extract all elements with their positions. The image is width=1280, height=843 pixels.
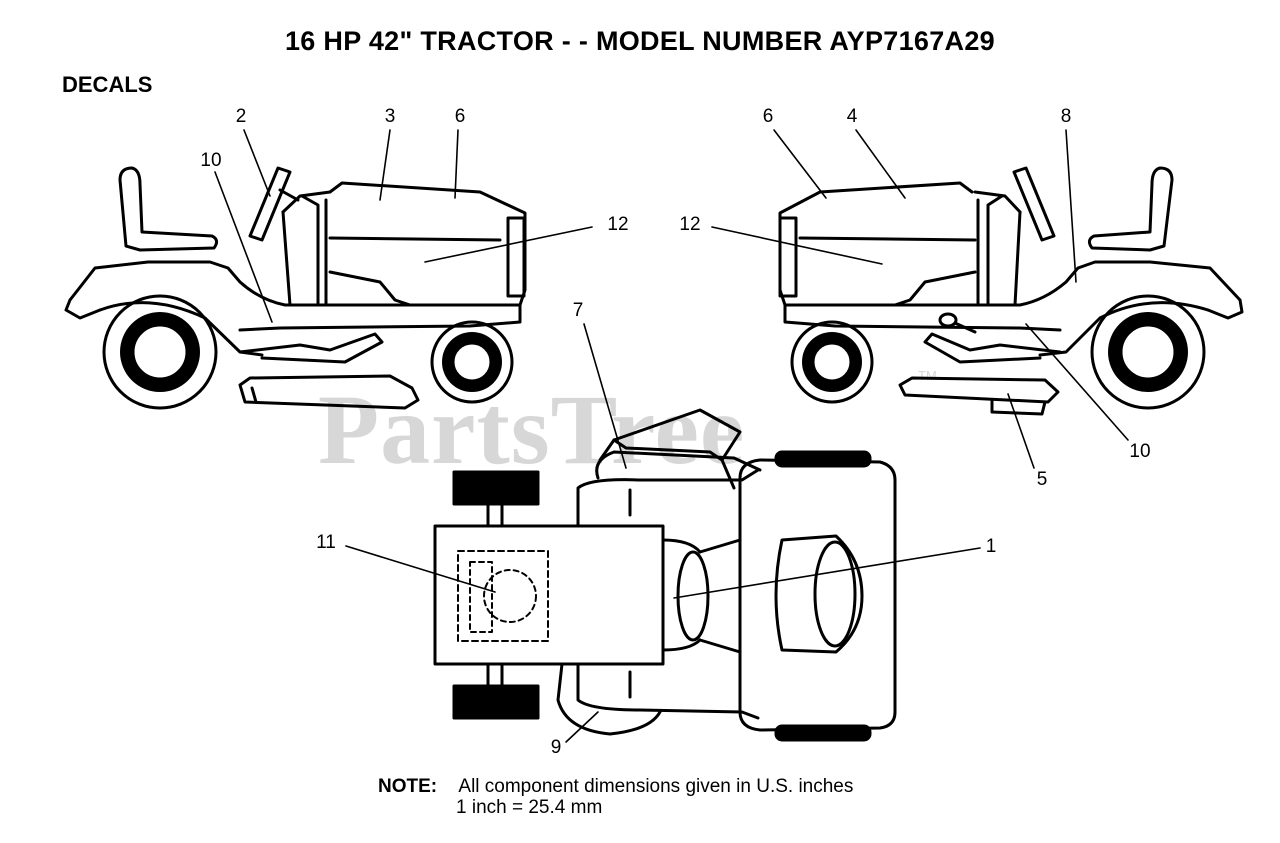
- right-side-view: [711, 129, 1244, 469]
- callout-8-right: 8: [1060, 106, 1072, 127]
- callout-12-left: 12: [607, 214, 629, 235]
- callout-7-top: 7: [572, 300, 584, 321]
- note: NOTE: All component dimensions given in …: [378, 776, 853, 797]
- callout-4-right: 4: [846, 106, 858, 127]
- callout-2-left: 2: [235, 106, 247, 127]
- note-line-2: 1 inch = 25.4 mm: [456, 797, 603, 818]
- callout-9-top: 9: [550, 737, 562, 758]
- callout-10-right: 10: [1129, 441, 1151, 462]
- callout-10-left: 10: [200, 150, 222, 171]
- callout-11-top: 11: [316, 532, 336, 553]
- callout-1-top: 1: [985, 536, 997, 557]
- callout-6-right: 6: [762, 106, 774, 127]
- callout-5-right: 5: [1036, 469, 1048, 490]
- top-view: [345, 323, 981, 743]
- callout-3-left: 3: [384, 106, 396, 127]
- callout-6-left: 6: [454, 106, 466, 127]
- page-title: 16 HP 42" TRACTOR - - MODEL NUMBER AYP71…: [284, 26, 995, 56]
- section-heading: DECALS: [62, 72, 153, 97]
- note-label: NOTE:: [378, 776, 438, 797]
- callout-12-right: 12: [679, 214, 701, 235]
- note-line-1: All component dimensions given in U.S. i…: [458, 776, 854, 797]
- left-side-view: [64, 129, 593, 410]
- watermark: PartsTree: [318, 374, 746, 485]
